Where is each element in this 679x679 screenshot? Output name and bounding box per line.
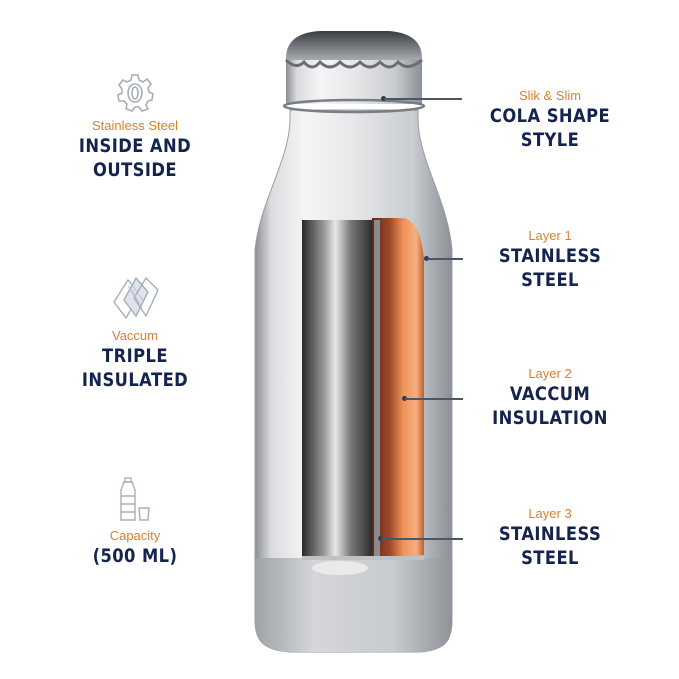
feature-capacity: Capacity (500 ML) xyxy=(60,476,210,568)
feature-title-line1: TRIPLE xyxy=(102,345,168,367)
callout-title-line1: STAINLESS xyxy=(498,523,602,545)
callout-subtitle: Layer 1 xyxy=(528,228,572,243)
feature-vaccum: Vaccum TRIPLE INSULATED xyxy=(60,276,210,392)
callout-dot-2 xyxy=(424,256,429,261)
callout-layer-2: Layer 2 VACCUM INSULATION xyxy=(470,366,630,430)
feature-stainless-steel: Stainless Steel INSIDE AND OUTSIDE xyxy=(60,72,210,182)
callout-line-2 xyxy=(427,258,463,260)
feature-subtitle: Stainless Steel xyxy=(92,118,178,133)
callout-cola-shape: Slik & Slim COLA SHAPE STYLE xyxy=(470,88,630,152)
feature-title-line1: INSIDE AND xyxy=(78,135,192,157)
callout-title-line2: STEEL xyxy=(521,269,579,291)
callout-subtitle: Layer 3 xyxy=(528,506,572,521)
callout-title-line1: STAINLESS xyxy=(498,245,602,267)
callout-dot-4 xyxy=(378,536,383,541)
feature-subtitle: Vaccum xyxy=(112,328,158,343)
feature-title-line1: (500 ML) xyxy=(92,545,178,567)
callout-title-line2: STEEL xyxy=(521,547,579,569)
callout-line-4 xyxy=(381,538,463,540)
callout-subtitle: Slik & Slim xyxy=(518,88,582,103)
callout-layer-3: Layer 3 STAINLESS STEEL xyxy=(470,506,630,570)
callout-subtitle: Layer 2 xyxy=(528,366,572,381)
gear-icon xyxy=(117,74,154,112)
layers-icon xyxy=(113,276,159,320)
callout-dot-3 xyxy=(402,396,407,401)
callout-dot-1 xyxy=(381,96,386,101)
callout-title-line1: COLA SHAPE xyxy=(489,105,611,127)
feature-subtitle: Capacity xyxy=(109,528,161,543)
callout-title-line2: INSULATION xyxy=(492,407,608,429)
callout-title-line2: STYLE xyxy=(520,129,580,151)
callout-line-1 xyxy=(384,98,462,100)
feature-title-line2: INSULATED xyxy=(81,369,189,391)
callout-title-line1: VACCUM xyxy=(509,383,591,405)
feature-title-line2: OUTSIDE xyxy=(93,159,177,181)
callout-layer-1: Layer 1 STAINLESS STEEL xyxy=(470,228,630,292)
callout-line-3 xyxy=(405,398,463,400)
bottle-glass-icon xyxy=(120,477,150,521)
